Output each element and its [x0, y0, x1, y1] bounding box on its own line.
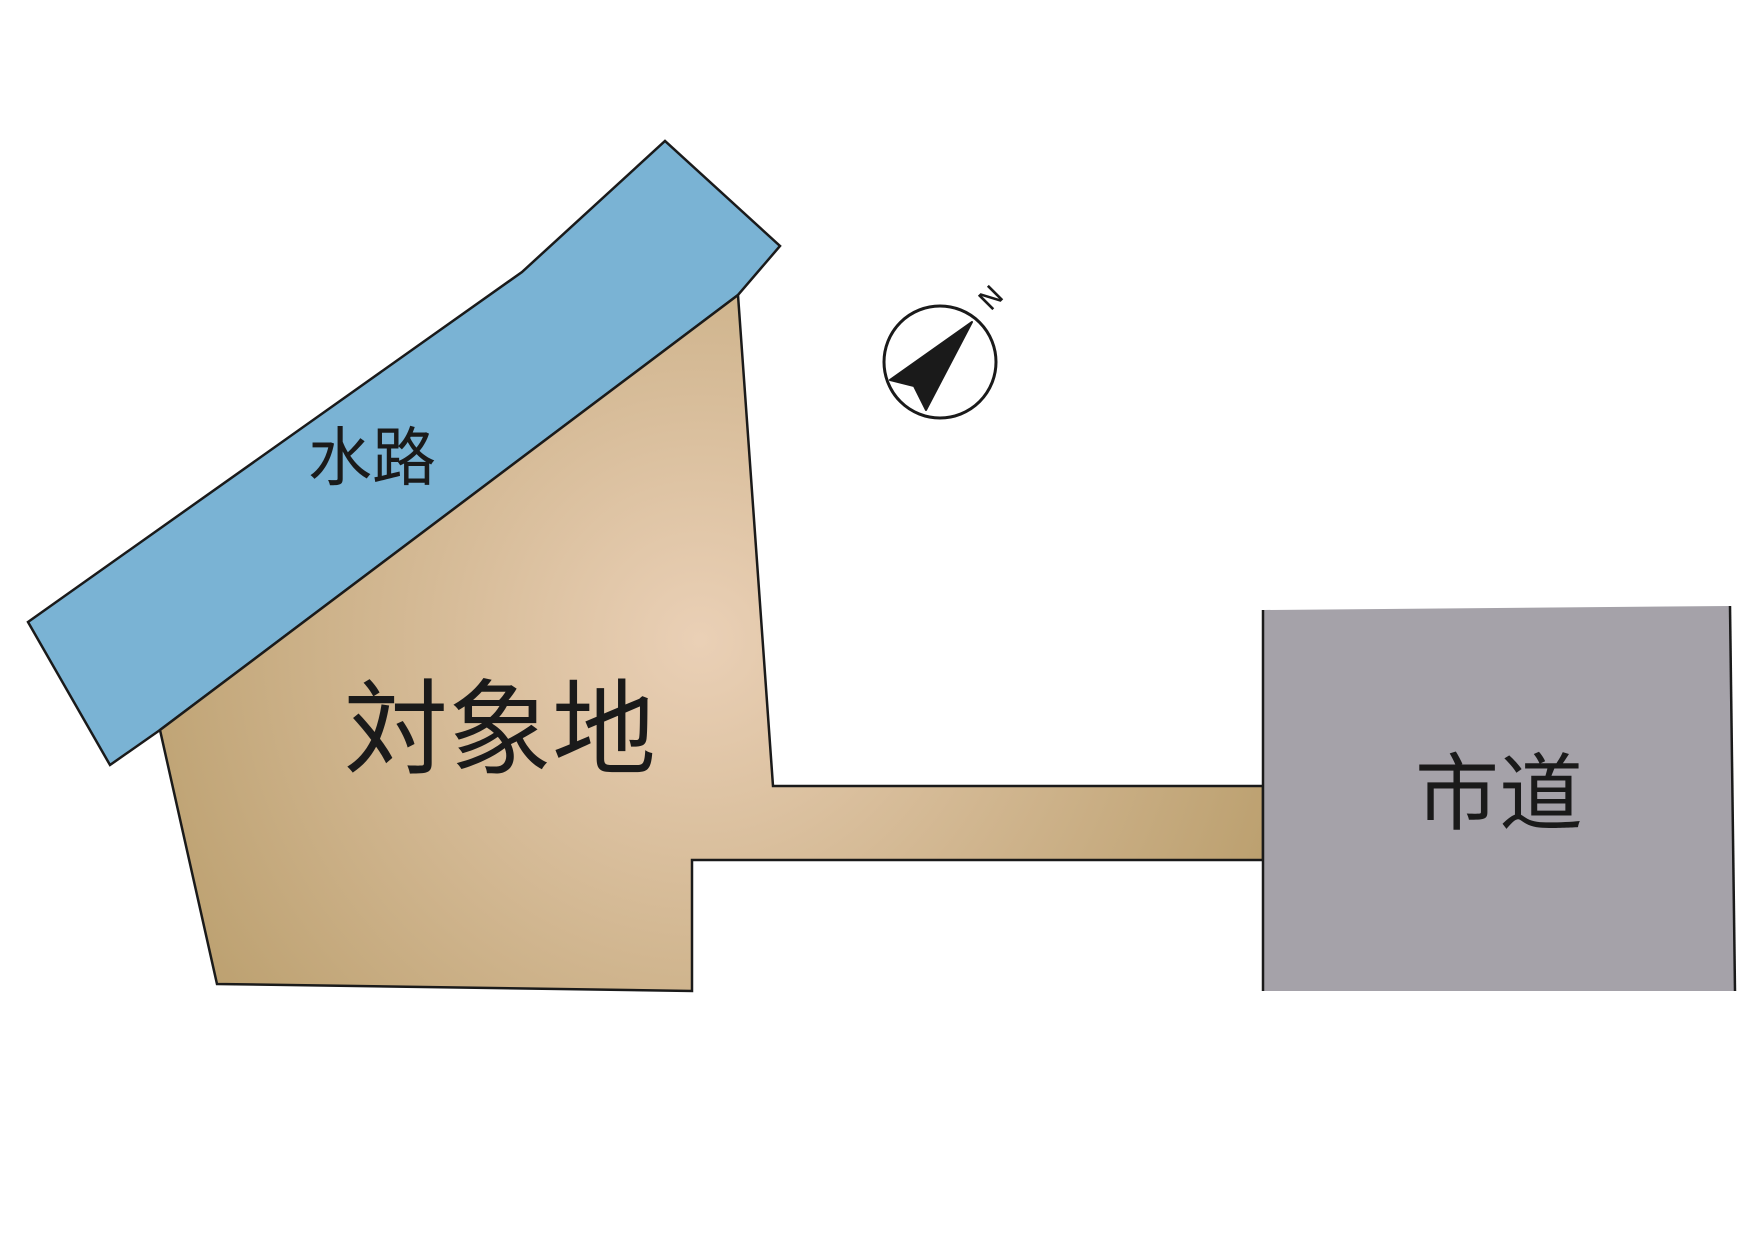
compass-icon: N — [882, 279, 1010, 420]
city-road-area — [1263, 606, 1735, 991]
waterway-label: 水路 — [308, 422, 436, 496]
city-road-label: 市道 — [1415, 745, 1583, 843]
subject-land-label: 対象地 — [344, 669, 656, 791]
compass-arrow — [889, 321, 973, 411]
subject-land-area — [158, 292, 1265, 993]
city-road-right-edge — [1728, 605, 1737, 992]
waterway-area — [26, 139, 782, 767]
north-label: N — [972, 279, 1010, 317]
